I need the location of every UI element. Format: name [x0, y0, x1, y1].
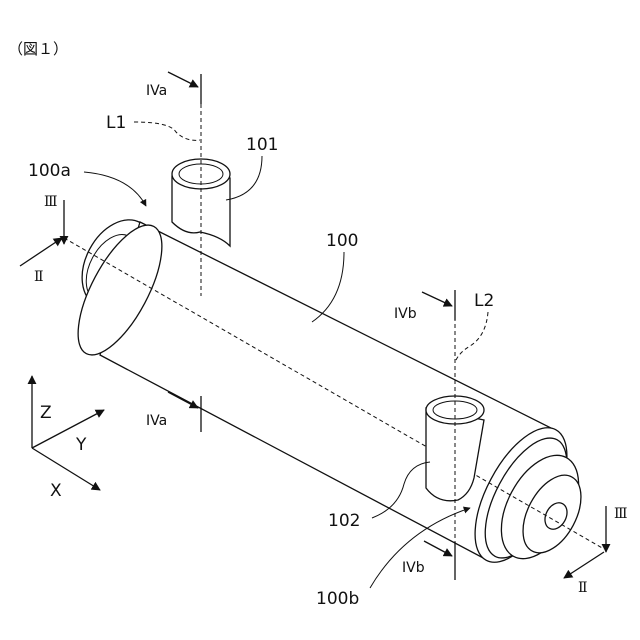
section-ii-left-label: Ⅱ: [34, 269, 44, 285]
axis-triad: Z Y X: [32, 376, 104, 501]
axis-x-label: X: [50, 481, 62, 501]
figure-title: （図１）: [8, 40, 68, 58]
label-l2: L2: [474, 291, 494, 311]
label-100b: 100b: [316, 589, 359, 609]
section-ii-left-arrow: [20, 238, 62, 266]
section-iii-left-label: Ⅲ: [44, 194, 58, 210]
leader-l2: [456, 312, 488, 360]
section-iva-bottom-label: IVa: [146, 413, 167, 429]
label-102: 102: [328, 511, 360, 531]
label-l1: L1: [106, 113, 126, 133]
label-100a: 100a: [28, 161, 71, 181]
label-101: 101: [246, 135, 278, 155]
leader-l1: [134, 122, 200, 140]
section-ii-right-arrow: [564, 552, 604, 578]
section-ivb-bottom-label: IVb: [402, 560, 425, 576]
axis-z-label: Z: [40, 403, 52, 423]
section-ivb-top-label: IVb: [394, 306, 417, 322]
section-ivb-top-arrow: [422, 292, 452, 306]
leader-100a: [84, 172, 146, 206]
section-iva-top-arrow: [168, 72, 198, 87]
section-ii-right-label: Ⅱ: [578, 580, 588, 596]
axis-x-arrow: [32, 448, 100, 490]
axis-y-label: Y: [75, 435, 87, 455]
section-iii-right-label: Ⅲ: [614, 506, 628, 522]
section-ivb-bottom-arrow: [424, 541, 452, 556]
label-100: 100: [326, 231, 358, 251]
leader-101: [226, 156, 262, 200]
section-iva-top-label: IVa: [146, 83, 167, 99]
